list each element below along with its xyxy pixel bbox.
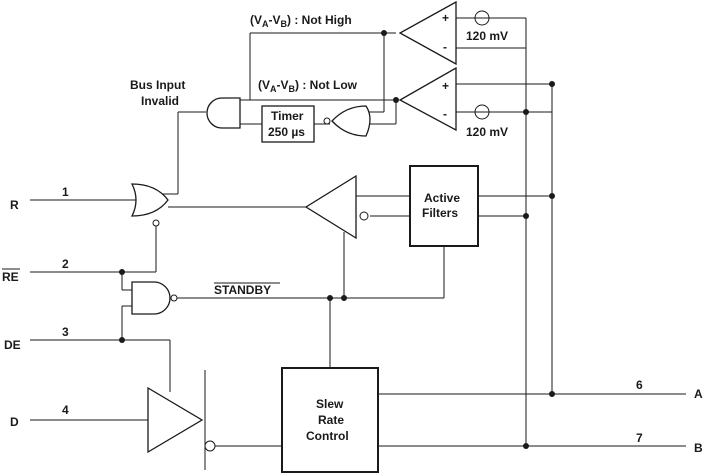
nand-bubble: [170, 294, 178, 302]
svg-text:B: B: [694, 441, 703, 455]
svg-text:250 µs: 250 µs: [268, 125, 305, 139]
comparator-not-low: + -: [398, 66, 457, 132]
svg-text:120 mV: 120 mV: [466, 125, 508, 139]
label-invalid: Invalid: [141, 94, 179, 108]
label-standby: STANDBY: [214, 283, 271, 297]
svg-text:6: 6: [636, 378, 643, 392]
comparator-not-high: + -: [398, 0, 457, 66]
or-bubble: [152, 219, 160, 227]
svg-text:Timer: Timer: [271, 109, 304, 123]
svg-text:-: -: [443, 107, 447, 121]
receiver-bubble: [359, 211, 369, 221]
driver-buffer: [147, 386, 204, 454]
svg-text:1: 1: [62, 185, 69, 199]
inverter-bubble: [323, 117, 331, 125]
svg-text:Slew: Slew: [316, 397, 344, 411]
svg-text:7: 7: [636, 431, 643, 445]
receiver-comparator: [304, 174, 357, 240]
pin-a: A 6: [636, 378, 703, 401]
pin-de: DE 3: [4, 325, 69, 352]
pin-d: D 4: [10, 403, 69, 429]
timer-block: Timer 250 µs: [261, 105, 315, 143]
offset-source-bottom: 120 mV: [466, 104, 508, 139]
svg-text:Filters: Filters: [422, 206, 458, 220]
svg-text:2: 2: [62, 257, 69, 271]
pin-re: RE 2: [2, 257, 69, 284]
svg-text:DE: DE: [4, 338, 21, 352]
svg-text:D: D: [10, 415, 19, 429]
pin-b: B 7: [636, 431, 703, 455]
or-gate-receiver: [130, 183, 169, 217]
svg-text:A: A: [694, 387, 703, 401]
or-gate-timer: [331, 105, 371, 137]
svg-text:RE: RE: [2, 270, 19, 284]
svg-text:+: +: [442, 11, 449, 25]
svg-text:R: R: [10, 198, 19, 212]
active-filters-block: Active Filters: [409, 165, 479, 247]
junctions: [119, 30, 555, 449]
svg-text:Control: Control: [306, 429, 349, 443]
nand-gate-standby: [131, 281, 171, 315]
svg-text:-: -: [443, 40, 447, 54]
label-not-low: (VA-VB) : Not Low: [258, 78, 358, 94]
offset-source-top: 120 mV: [466, 10, 508, 43]
label-bus-input: Bus Input: [130, 78, 185, 92]
svg-text:4: 4: [62, 403, 69, 417]
svg-text:Rate: Rate: [318, 413, 344, 427]
label-not-high: (VA-VB) : Not High: [250, 13, 352, 29]
driver-b-bubble: [204, 440, 216, 452]
slew-rate-block: Slew Rate Control: [281, 367, 379, 473]
svg-text:3: 3: [62, 325, 69, 339]
svg-text:Active: Active: [424, 191, 460, 205]
and-gate-bus-invalid: [206, 97, 241, 129]
pin-r: R 1: [10, 185, 69, 212]
svg-text:120 mV: 120 mV: [466, 29, 508, 43]
svg-text:+: +: [442, 79, 449, 93]
